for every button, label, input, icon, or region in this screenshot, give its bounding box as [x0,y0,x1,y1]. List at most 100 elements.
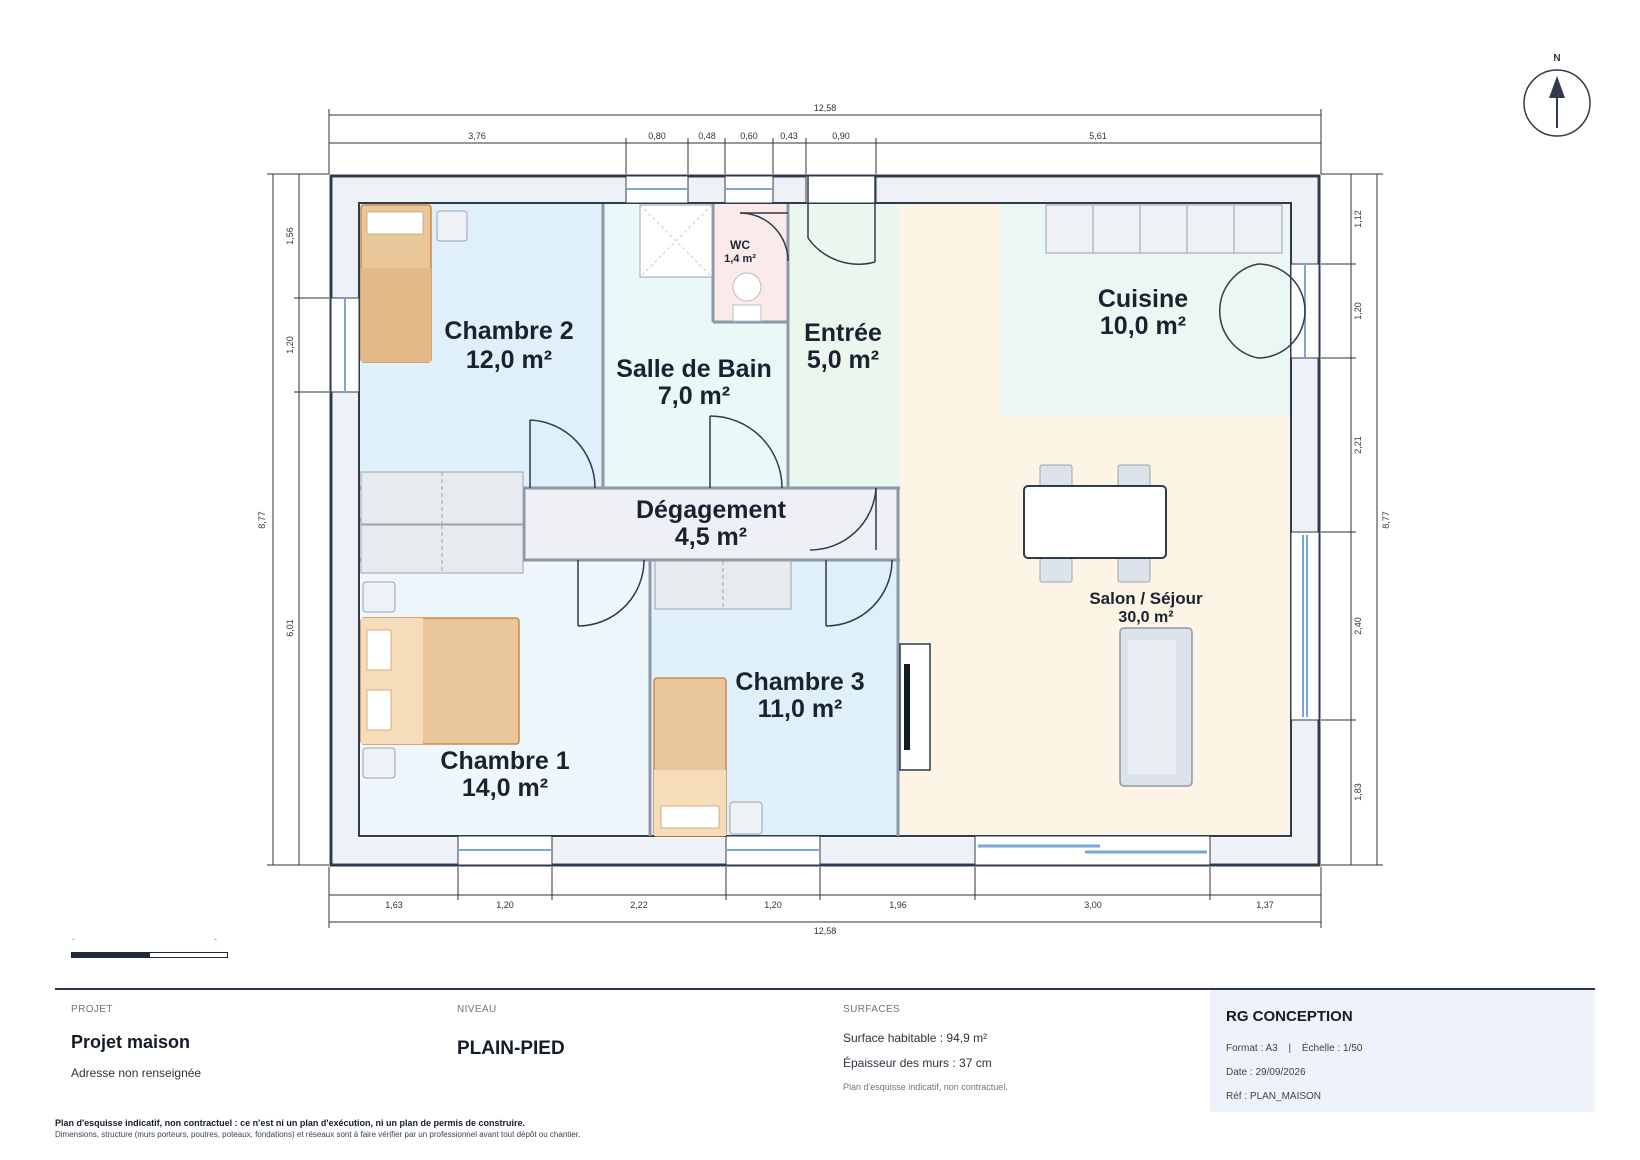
dim-left-2: 6,01 [285,619,295,637]
room-name-salle-de-bain: Salle de Bain [616,355,772,383]
shower [639,204,713,278]
dim-bottom-total: 12,58 [814,926,837,936]
room-area-salon: 30,0 m² [1118,609,1173,626]
door-wc[interactable] [739,212,789,262]
company-block: RG CONCEPTION Format : A3 | Échelle : 1/… [1210,990,1595,1112]
north-label: N [1553,53,1560,64]
dim-bottom-5: 3,00 [1084,900,1102,910]
nightstand-chambre-2 [436,210,468,242]
dim-top-5: 0,90 [832,131,850,141]
disclaimer-line-1: Plan d'esquisse indicatif, non contractu… [55,1118,526,1128]
toilet [732,272,762,322]
format-value: Format : A3 [1226,1043,1278,1054]
surface-habitable: Surface habitable : 94,9 m² [843,1031,988,1045]
door-degagement-salon[interactable] [809,487,877,551]
tv-unit [899,643,931,771]
dim-top-2: 0,48 [698,131,716,141]
dim-left-0: 1,56 [285,227,295,245]
niveau-block: NIVEAU PLAIN-PIED [457,1004,565,1060]
dim-bottom-2: 2,22 [630,900,648,910]
dining-table [1023,464,1167,583]
title-block: PROJET Projet maison Adresse non renseig… [55,988,1595,1112]
dim-right-total: 8,77 [1381,511,1391,529]
dim-top-1: 0,80 [648,131,666,141]
dim-top-6: 5,61 [1089,131,1107,141]
north-arrow: N [1523,53,1591,137]
dim-left-1: 1,20 [285,336,295,354]
dim-right-3: 2,40 [1353,617,1363,635]
dim-bottom-1: 1,20 [496,900,514,910]
fill-salle-de-bain-lower [714,322,788,488]
room-name-chambre-2: Chambre 2 [444,317,573,345]
dim-bottom-6: 1,37 [1256,900,1274,910]
wardrobe-chambre-1 [360,524,524,574]
date-value: Date : 29/09/2026 [1226,1067,1306,1078]
bed-chambre-2 [360,204,468,363]
projet-title: Projet maison [71,1032,191,1052]
echelle-value: Échelle : 1/50 [1301,1043,1363,1054]
room-name-cuisine: Cuisine [1098,285,1188,313]
fill-salon [900,416,1290,836]
doors [529,176,1306,627]
scale-bar-graphic [71,952,228,958]
room-area-entree: 5,0 m² [807,346,879,374]
dim-bottom-3: 1,20 [764,900,782,910]
projet-label: PROJET [71,1004,113,1015]
niveau-label: NIVEAU [457,1004,497,1015]
scale-start: 0 [71,938,76,940]
projet-address: Adresse non renseignée [71,1066,202,1080]
room-name-salon: Salon / Séjour [1089,589,1203,608]
kitchen-counter [1045,204,1283,254]
window-salon [1290,531,1320,721]
wardrobe-chambre-2 [360,471,524,525]
dim-right-2: 2,21 [1353,436,1363,454]
company-name: RG CONCEPTION [1226,1008,1353,1025]
entrance-door-opening [805,175,877,204]
dim-right-0: 1,12 [1353,210,1363,228]
room-area-chambre-1: 14,0 m² [462,774,548,802]
room-area-salle-de-bain: 7,0 m² [658,382,730,410]
ref-value: Réf : PLAN_MAISON [1226,1091,1322,1102]
north-arrow-icon [1549,76,1565,98]
surfaces-label: SURFACES [843,1004,901,1015]
door-salle-de-bain[interactable] [709,415,783,489]
furniture [360,204,1283,837]
fill-wc [714,204,788,322]
room-name-degagement: Dégagement [636,496,787,524]
dim-top-total: 12,58 [814,103,837,113]
fill-entree [790,204,900,488]
room-area-wc: 1,4 m² [724,253,756,265]
room-area-degagement: 4,5 m² [675,523,747,551]
scale-end: 2 m [213,938,228,940]
dimensions [267,109,1383,928]
room-name-chambre-1: Chambre 1 [440,747,569,775]
niveau-value: PLAIN-PIED [457,1038,565,1059]
door-chambre-3[interactable] [825,559,893,627]
epaisseur-murs: Épaisseur des murs : 37 cm [843,1056,992,1070]
dimension-labels: 12,58 3,76 0,80 0,48 0,60 0,43 0,90 5,61… [257,103,1391,936]
dim-top-3: 0,60 [740,131,758,141]
room-labels: Chambre 2 12,0 m² Salle de Bain 7,0 m² W… [440,238,1203,802]
dim-left-total: 8,77 [257,511,267,529]
room-name-wc: WC [730,238,750,252]
door-cuisine[interactable] [1219,263,1306,359]
dim-top-4: 0,43 [780,131,798,141]
compass-circle [1523,69,1591,137]
surfaces-note: Plan d'esquisse indicatif, non contractu… [843,1082,1008,1092]
floor-plan: N [71,53,1591,940]
format-separator: | [1288,1043,1292,1054]
dim-right-4: 1,83 [1353,783,1363,801]
wardrobe-chambre-3 [654,560,792,610]
scale-bar: 0 2 m [71,938,228,940]
room-name-entree: Entrée [804,319,882,347]
dim-right-1: 1,20 [1353,302,1363,320]
room-name-chambre-3: Chambre 3 [735,668,864,696]
room-area-chambre-3: 11,0 m² [758,695,843,723]
format-line: Format : A3 | Échelle : 1/50 [1226,1043,1362,1054]
door-chambre-1[interactable] [577,559,645,627]
disclaimer: Plan d'esquisse indicatif, non contractu… [55,1118,580,1139]
disclaimer-line-2: Dimensions, structure (murs porteurs, po… [55,1130,581,1139]
room-area-chambre-2: 12,0 m² [466,346,552,374]
door-entree[interactable] [807,176,876,265]
door-chambre-2[interactable] [529,419,596,489]
